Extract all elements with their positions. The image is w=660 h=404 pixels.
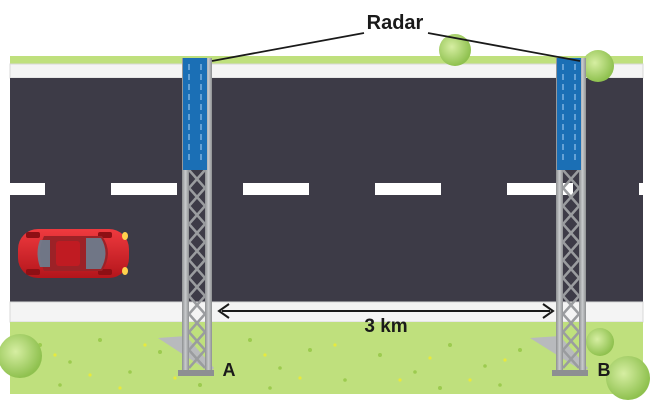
bush-top-center [439,34,471,66]
radar-gantry-b [530,58,588,376]
radar-label: Radar [367,12,424,34]
callout-line-b [427,32,581,62]
bush-bottom-right [606,356,650,400]
point-a-label: A [223,360,236,380]
callout-line-a [211,32,365,62]
arrowhead-right [542,303,555,319]
distance-label: 3 km [364,316,407,337]
point-b-label: B [598,360,611,380]
grass-texture [38,338,522,390]
red-car [18,229,129,278]
arrowhead-left [217,303,230,319]
sidewalk-top [9,63,644,79]
radar-sign-b [557,58,581,170]
grass-strip-top [10,56,643,64]
radar-gantry-a [158,58,214,376]
distance-arrow [217,303,555,319]
bush-bottom-left [0,334,42,378]
radar-sign-a [183,58,207,170]
bush-bottom-right-small [586,328,614,356]
bush-top-right [582,50,614,82]
grass-field [10,322,643,394]
grass-flowers [53,343,507,390]
lane-markings [10,183,643,195]
radar-callout: Radar [211,12,581,62]
